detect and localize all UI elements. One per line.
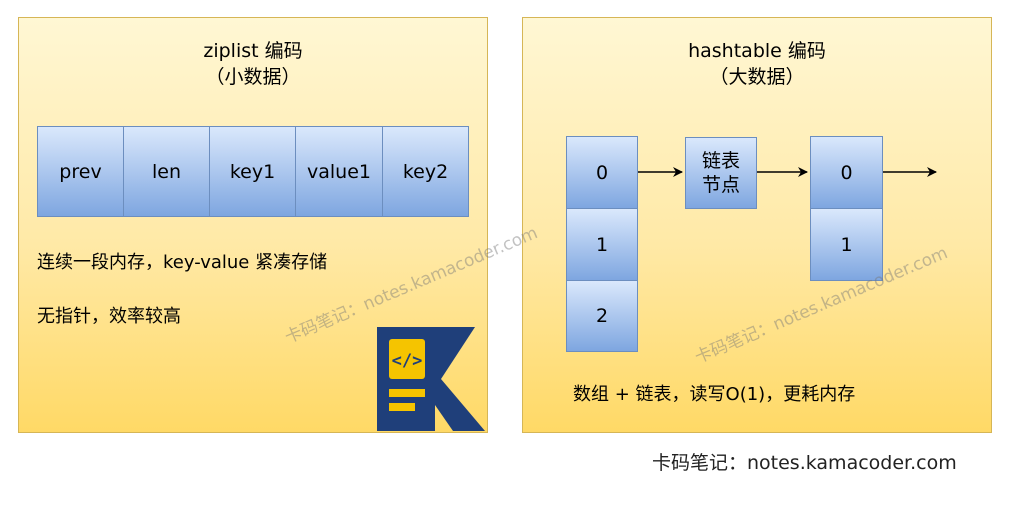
ziplist-cell-len: len bbox=[123, 126, 210, 217]
hashtable-title: hashtable 编码 bbox=[688, 40, 826, 62]
ziplist-desc-2: 无指针，效率较高 bbox=[37, 306, 181, 327]
node-label-line2: 节点 bbox=[701, 174, 740, 196]
linked-list-node: 链表 节点 bbox=[685, 137, 757, 209]
ziplist-cell-key1: key1 bbox=[209, 126, 296, 217]
array-cell-0: 0 bbox=[566, 136, 638, 209]
svg-text:</>: </> bbox=[392, 351, 423, 371]
ziplist-title: ziplist 编码 bbox=[203, 40, 303, 62]
chain-cell-1: 1 bbox=[810, 208, 883, 281]
ziplist-cell-value1: value1 bbox=[295, 126, 383, 217]
ziplist-cell-key2: key2 bbox=[382, 126, 469, 217]
array-cell-2: 2 bbox=[566, 280, 638, 352]
hashtable-subtitle: （大数据） bbox=[709, 66, 805, 88]
kamacoder-logo-icon: </> bbox=[377, 327, 485, 431]
ziplist-desc-1: 连续一段内存，key-value 紧凑存储 bbox=[37, 252, 328, 273]
footer-credit: 卡码笔记：notes.kamacoder.com bbox=[652, 452, 957, 474]
node-label-line1: 链表 bbox=[701, 150, 740, 172]
chain-cell-0: 0 bbox=[810, 136, 883, 209]
ziplist-subtitle: （小数据） bbox=[205, 66, 301, 88]
hashtable-desc: 数组 + 链表，读写O(1)，更耗内存 bbox=[573, 384, 856, 405]
